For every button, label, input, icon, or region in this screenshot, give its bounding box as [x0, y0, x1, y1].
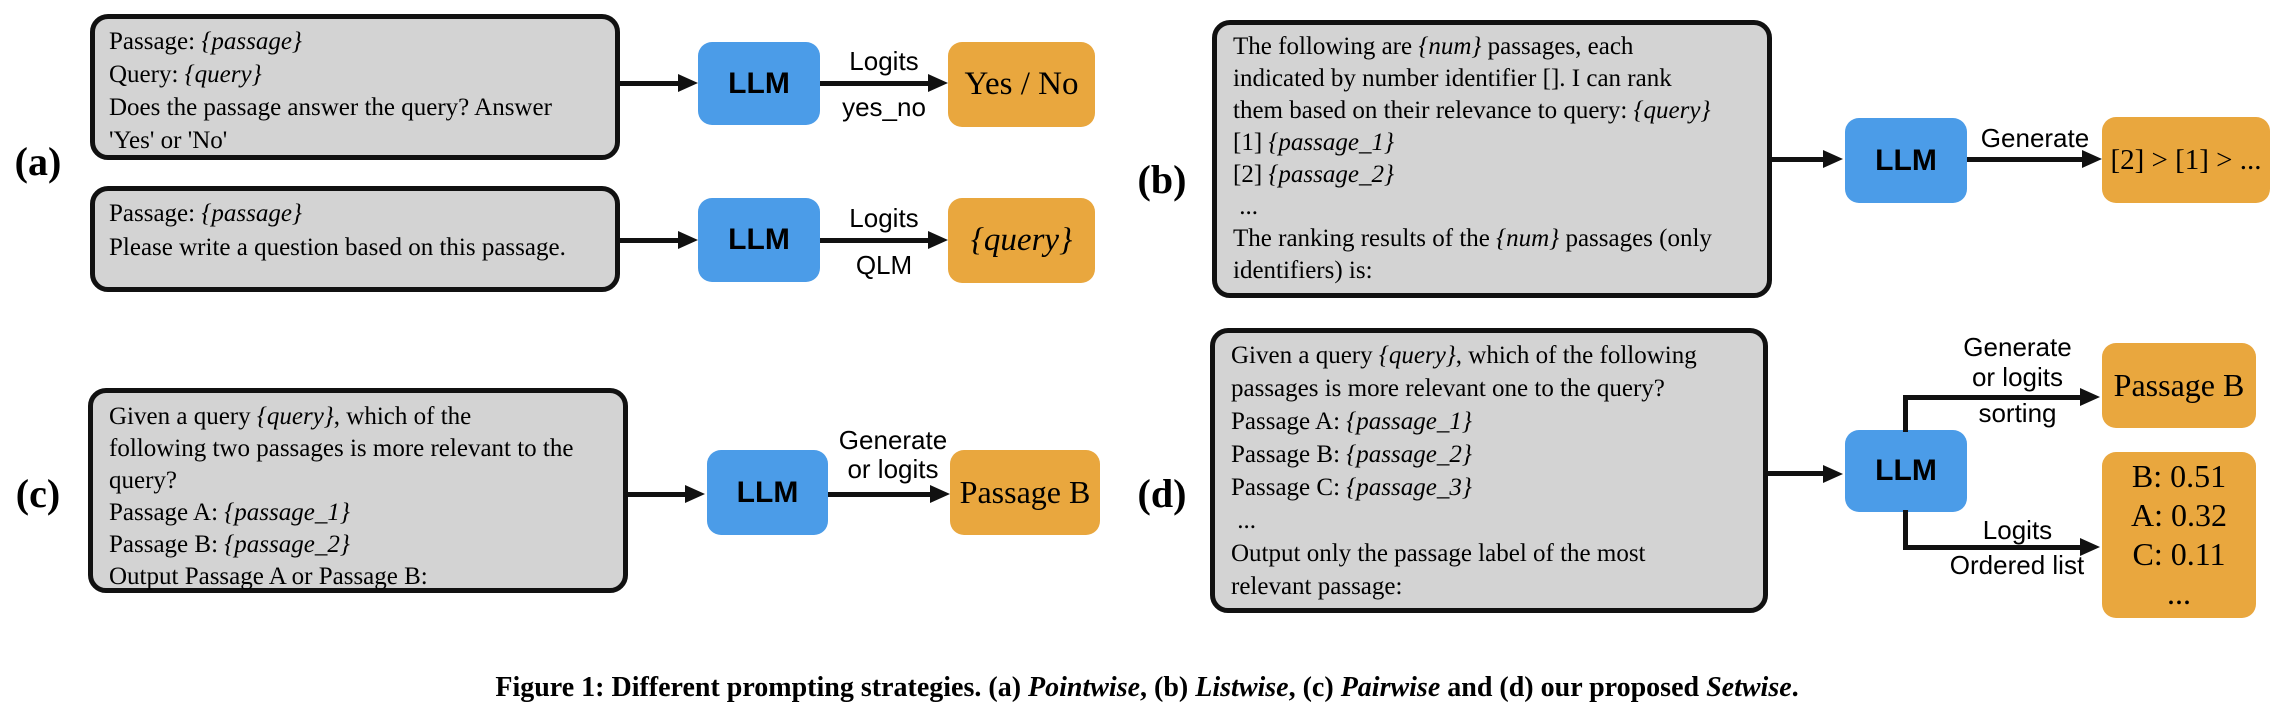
arrow-label-sorting-d: sorting: [1978, 398, 2057, 428]
arrow-label-logits-1: Logits: [849, 46, 919, 76]
arrow-label-or-logits-c: or logits: [847, 454, 939, 484]
output-box-ranking: [2] > [1] > ...: [2102, 117, 2270, 203]
prompt-box-pointwise-relevance: Passage: {passage}Query: {query}Does the…: [90, 14, 620, 160]
prompt-box-setwise: Given a query {query}, which of the foll…: [1210, 328, 1768, 613]
arrow-line: [1772, 157, 1825, 162]
output-box-passage-b-setwise: Passage B: [2102, 343, 2256, 428]
panel-a-label: (a): [14, 139, 62, 184]
arrow-label-yes-no: yes_no: [842, 92, 926, 122]
arrowhead-icon: [678, 74, 698, 92]
output-box-passage-b-pairwise: Passage B: [950, 450, 1100, 535]
arrow-label-generate-b: Generate: [1980, 123, 2090, 153]
arrow-label-logits-2: Logits: [849, 203, 919, 233]
output-box-yes-no: Yes / No: [948, 42, 1095, 127]
output-box-query: {query}: [948, 198, 1095, 283]
arrow-line: [1967, 157, 2084, 162]
arrowhead-icon: [2080, 538, 2100, 556]
arrow-line: [1903, 545, 2082, 550]
arrow-line: [1903, 395, 2082, 400]
panel-b-label: (b): [1137, 157, 1187, 202]
panel-c-label: (c): [15, 471, 61, 516]
arrow-label-qlm: QLM: [855, 250, 913, 280]
panel-d-label: (d): [1137, 471, 1187, 516]
arrow-label-or-logits-d: or logits: [1971, 362, 2064, 392]
prompt-box-pointwise-qlm: Passage: {passage}Please write a questio…: [90, 186, 620, 292]
arrow-line: [1768, 471, 1825, 476]
arrow-label-logits-d: Logits: [1982, 515, 2053, 545]
llm-box-listwise: LLM: [1845, 118, 1967, 203]
arrowhead-icon: [1823, 150, 1843, 168]
arrow-line: [828, 492, 932, 497]
arrow-line: [1903, 510, 1908, 550]
arrow-line: [1903, 395, 1908, 432]
arrowhead-icon: [1823, 465, 1843, 483]
arrow-label-generate-c: Generate: [838, 425, 948, 455]
llm-box-setwise: LLM: [1845, 430, 1967, 512]
arrowhead-icon: [2080, 388, 2100, 406]
arrowhead-icon: [928, 231, 948, 249]
arrow-line: [628, 492, 687, 497]
arrowhead-icon: [678, 231, 698, 249]
figure-caption: Figure 1: Different prompting strategies…: [495, 672, 1799, 703]
arrow-label-ordered-list-d: Ordered list: [1949, 550, 2085, 580]
arrow-line: [620, 81, 682, 86]
arrow-line: [820, 81, 930, 86]
llm-box-pairwise: LLM: [707, 450, 828, 535]
arrow-line: [620, 238, 682, 243]
arrowhead-icon: [930, 485, 950, 503]
llm-box-pointwise-2: LLM: [698, 198, 820, 282]
arrow-line: [820, 238, 930, 243]
llm-box-pointwise-1: LLM: [698, 42, 820, 125]
arrowhead-icon: [2082, 150, 2102, 168]
arrow-label-generate-d: Generate: [1963, 332, 2072, 362]
arrowhead-icon: [685, 485, 705, 503]
arrowhead-icon: [928, 74, 948, 92]
